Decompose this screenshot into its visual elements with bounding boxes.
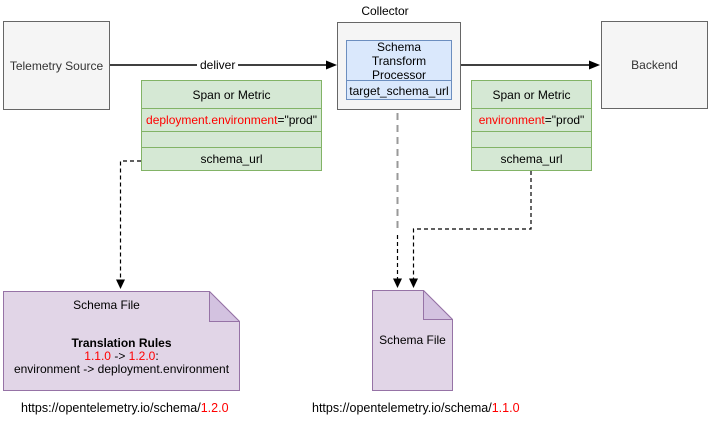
span-right-title: Span or Metric <box>492 87 571 102</box>
deliver-edge-label: deliver <box>197 57 239 73</box>
telemetry-source-label: Telemetry Source <box>9 58 104 73</box>
span-or-metric-right-box: Span or Metric environment="prod" schema… <box>471 80 592 171</box>
translation-rules-title: Translation Rules <box>71 336 172 350</box>
schema-url-right-version: 1.1.0 <box>491 401 520 415</box>
left-schemaurl-arrowhead-icon <box>116 279 125 289</box>
collector-backend-arrowhead-icon <box>589 60 600 70</box>
target-schemaurl-arrowhead-icon <box>393 278 402 288</box>
span-left-attr-key: deployment.environment <box>146 113 278 127</box>
deliver-arrowhead-icon <box>326 60 337 70</box>
span-right-blank-row <box>472 131 591 147</box>
processor-title: Schema Transform Processor <box>371 39 427 82</box>
backend-box: Backend <box>601 21 708 109</box>
collector-label: Collector <box>361 4 409 18</box>
folded-corner-icon <box>209 291 240 322</box>
backend-label: Backend <box>631 58 678 72</box>
translation-rule-versions: 1.1.0 -> 1.2.0: <box>3 349 240 363</box>
schema-url-right-base: https://opentelemetry.io/schema/ <box>312 401 492 415</box>
rule-version-to: 1.2.0 <box>128 349 156 363</box>
rule-arrow-text: -> <box>110 349 129 363</box>
left-schemaurl-connector <box>119 160 141 279</box>
schema-url-right-text: https://opentelemetry.io/schema/1.1.0 <box>312 401 520 415</box>
right-schemaurl-connector <box>412 171 532 279</box>
span-left-attr-rest: ="prod" <box>277 113 317 127</box>
span-right-attribute: environment="prod" <box>472 108 591 131</box>
rule-version-from: 1.1.0 <box>84 349 111 363</box>
schema-url-left-base: https://opentelemetry.io/schema/ <box>21 401 201 415</box>
processor-target-schema-url: target_schema_url <box>347 80 451 100</box>
span-right-attr-key: environment <box>478 113 545 127</box>
translation-rule-mapping: environment -> deployment.environment <box>13 362 230 376</box>
schema-transform-processor-box: Schema Transform Processor target_schema… <box>346 40 452 100</box>
span-or-metric-left-box: Span or Metric deployment.environment="p… <box>141 80 322 171</box>
span-left-blank-row <box>142 131 321 147</box>
schema-file-right-shape <box>372 290 453 391</box>
right-schemaurl-arrowhead-icon <box>409 278 418 288</box>
span-left-title: Span or Metric <box>192 87 271 102</box>
schema-url-left-text: https://opentelemetry.io/schema/1.2.0 <box>21 401 229 415</box>
span-left-schema-url: schema_url <box>142 147 321 170</box>
schema-file-right-title: Schema File <box>379 333 446 347</box>
span-right-attr-rest: ="prod" <box>544 113 585 127</box>
schema-file-left-title: Schema File <box>73 298 140 312</box>
telemetry-source-box: Telemetry Source <box>3 21 110 110</box>
span-right-schema-url: schema_url <box>472 147 591 170</box>
span-left-attribute: deployment.environment="prod" <box>142 108 321 131</box>
schema-url-left-version: 1.2.0 <box>200 401 229 415</box>
rule-colon-text: : <box>155 349 159 363</box>
schema-file-left-shape <box>3 291 240 391</box>
folded-corner-icon <box>423 290 453 320</box>
